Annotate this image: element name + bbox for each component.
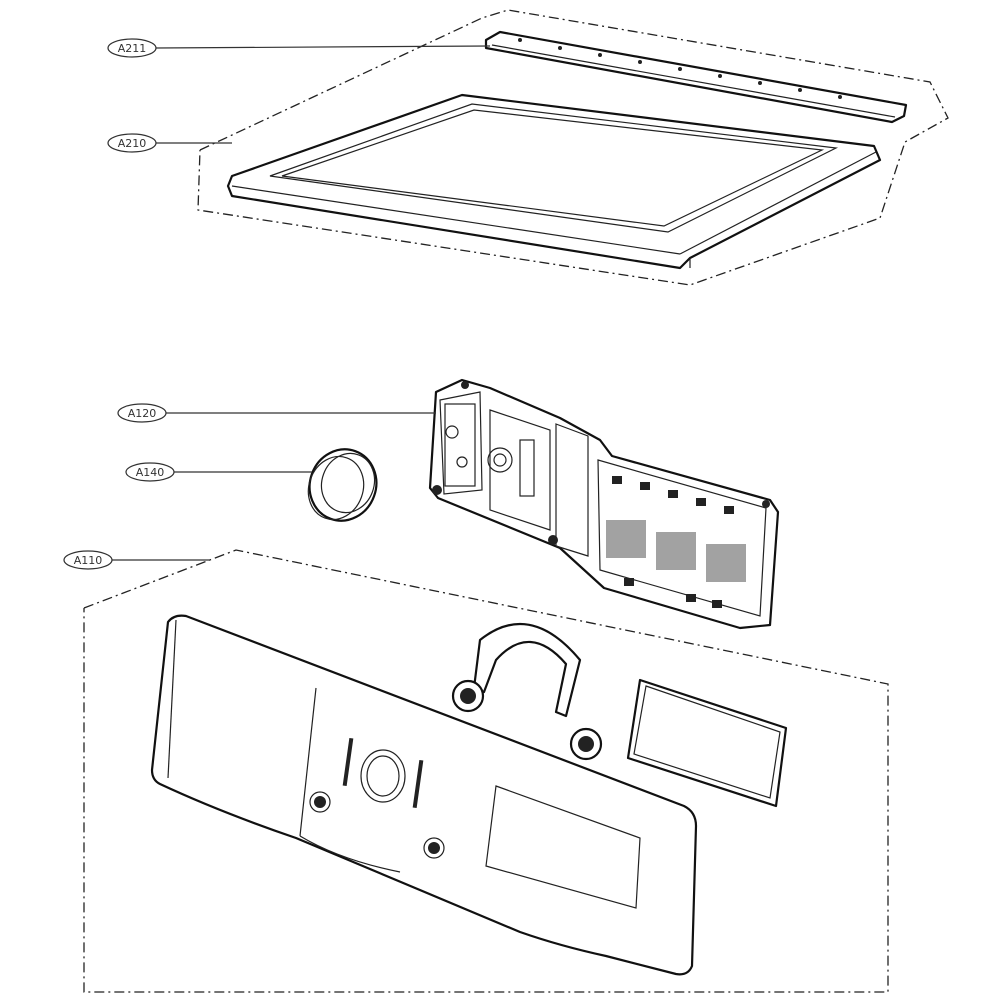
bottom-group-boundary	[83, 549, 889, 993]
knob-part	[307, 448, 378, 522]
top-group-boundary	[197, 9, 949, 286]
button-bracket-part	[451, 622, 603, 761]
panel-buttons	[309, 791, 445, 859]
bracket-holes	[518, 38, 842, 99]
callout-a120: A120	[117, 403, 436, 423]
control-board-part	[428, 378, 780, 630]
callout-a211: A211	[107, 38, 491, 58]
board-keypad-grid	[606, 520, 746, 582]
top-lid-frame-part	[226, 93, 882, 270]
panel-knob-ring	[342, 737, 424, 809]
panel-display-window	[485, 785, 641, 909]
callout-a211-label: A211	[118, 42, 147, 55]
callout-a110-label: A110	[74, 554, 103, 567]
control-panel-part	[150, 614, 698, 976]
callout-a210: A210	[107, 133, 232, 153]
top-bracket-part	[484, 30, 908, 124]
callout-a140: A140	[125, 462, 312, 482]
callout-a120-label: A120	[128, 407, 157, 420]
callout-a210-label: A210	[118, 137, 147, 150]
board-connectors	[432, 381, 770, 608]
display-lens-part	[626, 678, 788, 808]
callout-a110: A110	[63, 550, 210, 570]
callout-a140-label: A140	[136, 466, 165, 479]
